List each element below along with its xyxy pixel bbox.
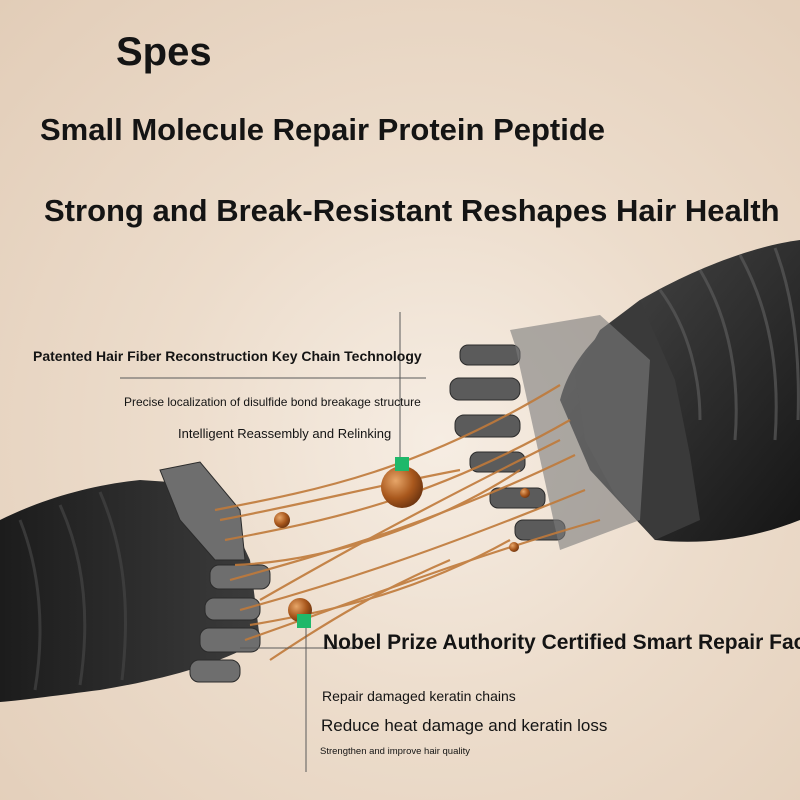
callout-bottom-line-3: Strengthen and improve hair quality <box>320 746 470 757</box>
callout-bottom-line-2: Reduce heat damage and keratin loss <box>321 716 608 735</box>
repair-fibers <box>214 384 601 661</box>
right-hair-strand <box>449 240 800 550</box>
callout-top-heading: Patented Hair Fiber Reconstruction Key C… <box>33 348 422 364</box>
callout-top-line-1: Precise localization of disulfide bond b… <box>124 395 421 409</box>
marker-bottom <box>297 614 311 628</box>
callout-top-line-2: Intelligent Reassembly and Relinking <box>178 426 392 441</box>
callout-bottom-line-1: Repair damaged keratin chains <box>322 688 516 704</box>
brand-name: Spes <box>116 30 212 74</box>
marker-top <box>395 457 409 471</box>
headline-line-1: Small Molecule Repair Protein Peptide <box>40 112 606 147</box>
callout-lines <box>120 312 426 772</box>
headline-line-2: Strong and Break-Resistant Reshapes Hair… <box>44 193 780 228</box>
callout-bottom-heading: Nobel Prize Authority Certified Smart Re… <box>323 631 800 654</box>
left-hair-strand <box>0 461 271 702</box>
